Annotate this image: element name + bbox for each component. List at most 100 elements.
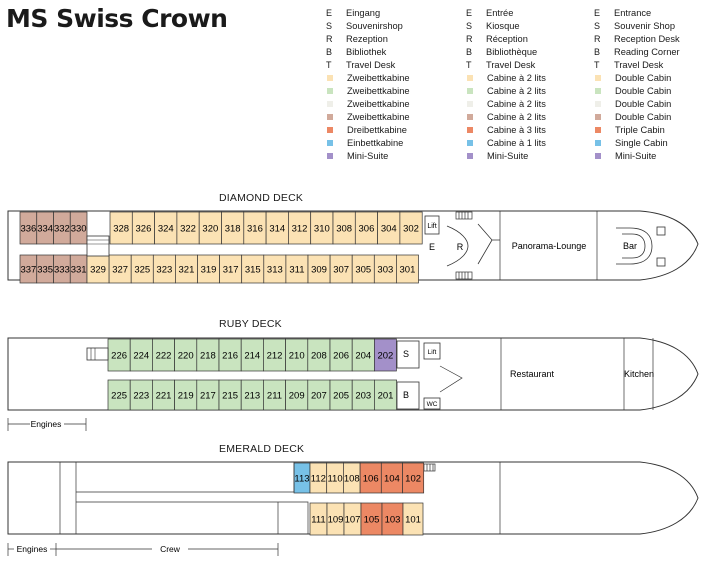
legend-cabin-text: Cabine à 1 lits	[487, 137, 546, 148]
legend-cabin-text: Zweibettkabine	[347, 98, 410, 109]
cabin-number-215: 215	[222, 391, 238, 402]
legend-code-text: Reading Corner	[614, 46, 680, 57]
legend-code-text: Entrée	[486, 7, 514, 18]
cabin-number-312: 312	[292, 224, 308, 235]
cabin-number-320: 320	[202, 224, 218, 235]
souvenir-shop	[396, 340, 420, 369]
legend-code-letter: R	[594, 33, 601, 44]
legend-cabin-text: Mini-Suite	[347, 150, 389, 161]
wc-label: WC	[427, 401, 438, 408]
cabin-number-217: 217	[200, 391, 216, 402]
legend-code-letter: S	[594, 20, 601, 31]
wc-room	[423, 397, 441, 410]
kitchen-label: Kitchen	[624, 369, 654, 379]
legend-cabin-row: Mini-Suite	[594, 149, 680, 162]
legend-color-swatch	[595, 113, 601, 120]
legend-color-swatch	[327, 152, 333, 159]
cabin-number-103: 103	[385, 515, 401, 526]
bar-label: Bar	[623, 241, 637, 251]
ruby-stair-rail	[439, 365, 463, 393]
diamond-stairs	[86, 235, 110, 257]
cabin-number-308: 308	[336, 224, 352, 235]
legend-cabin-row: Single Cabin	[594, 136, 680, 149]
cabin-number-328: 328	[113, 224, 129, 235]
cabin-number-313: 313	[267, 265, 283, 276]
legend-cabin-text: Cabine à 2 lits	[487, 111, 546, 122]
legend-cabin-row: Mini-Suite	[326, 149, 410, 162]
legend-cabin-row: Triple Cabin	[594, 123, 680, 136]
legend-color-swatch	[595, 152, 601, 159]
cabin-number-322: 322	[180, 224, 196, 235]
legend-color-swatch	[595, 74, 601, 81]
cabin-number-329: 329	[90, 265, 106, 276]
cabin-number-221: 221	[156, 391, 172, 402]
cabin-number-211: 211	[267, 391, 282, 402]
shop-label: S	[403, 349, 409, 359]
cabin-number-334: 334	[37, 224, 53, 235]
cabin-number-201: 201	[378, 391, 394, 402]
cabin-number-226: 226	[111, 351, 127, 362]
legend-color-swatch	[467, 113, 473, 120]
cabin-number-214: 214	[244, 351, 260, 362]
cabin-number-224: 224	[133, 351, 149, 362]
legend-cabin-text: Zweibettkabine	[347, 111, 410, 122]
diamond-lift	[424, 215, 440, 235]
legend-code-letter: B	[326, 46, 333, 57]
cabin-number-110: 110	[327, 474, 342, 485]
cabin-102[interactable]	[402, 462, 425, 494]
legend-cabin-text: Dreibettkabine	[347, 124, 407, 135]
cabin-number-326: 326	[136, 224, 152, 235]
legend-cabin-row: Zweibettkabine	[326, 110, 410, 123]
cabin-number-101: 101	[405, 515, 421, 526]
cabin-number-104: 104	[384, 474, 400, 485]
legend-cabin-row: Cabine à 2 lits	[466, 110, 546, 123]
cabin-number-102: 102	[405, 474, 421, 485]
legend-code-row: E Entrée	[466, 6, 546, 19]
legend-color-swatch	[327, 100, 333, 107]
cabin-202[interactable]	[374, 338, 397, 372]
ruby-lift	[423, 342, 441, 360]
legend-code-text: Bibliothek	[346, 46, 387, 57]
legend-cabin-row: Double Cabin	[594, 84, 680, 97]
legend-code-text: Travel Desk	[486, 59, 536, 70]
legend-color-swatch	[327, 139, 333, 146]
cabin-101[interactable]	[402, 502, 424, 536]
legend-cabin-text: Mini-Suite	[615, 150, 657, 161]
cabin-number-219: 219	[178, 391, 194, 402]
cabin-number-305: 305	[355, 265, 371, 276]
cabin-number-304: 304	[381, 224, 397, 235]
cabin-number-323: 323	[156, 265, 172, 276]
restaurant-label: Restaurant	[510, 369, 555, 379]
legend-cabin-row: Cabine à 3 lits	[466, 123, 546, 136]
cabin-302[interactable]	[399, 211, 423, 245]
legend-cabin-row: Double Cabin	[594, 71, 680, 84]
legend-cabin-text: Cabine à 2 lits	[487, 98, 546, 109]
cabin-330[interactable]	[69, 211, 88, 245]
legend-code-letter: R	[326, 33, 333, 44]
bar-counter	[616, 227, 653, 265]
legend-color-swatch	[467, 74, 473, 81]
cabin-number-105: 105	[364, 515, 380, 526]
legend-code-row: B Bibliothek	[326, 45, 410, 58]
legend-code-text: Bibliothèque	[486, 46, 538, 57]
cabin-number-335: 335	[37, 265, 53, 276]
cabin-number-327: 327	[112, 265, 128, 276]
legend-code-letter: E	[466, 7, 473, 18]
legend-color-swatch	[467, 139, 473, 146]
cabin-number-202: 202	[377, 351, 393, 362]
legend-cabin-text: Single Cabin	[615, 137, 668, 148]
legend-code-letter: B	[466, 46, 473, 57]
cabin-number-336: 336	[20, 224, 36, 235]
legend-cabin-text: Einbettkabine	[347, 137, 404, 148]
legend-code-text: Travel Desk	[614, 59, 664, 70]
cabin-301[interactable]	[396, 254, 419, 284]
legend-color-swatch	[595, 139, 601, 146]
ruby-engines-dimension	[7, 418, 87, 431]
